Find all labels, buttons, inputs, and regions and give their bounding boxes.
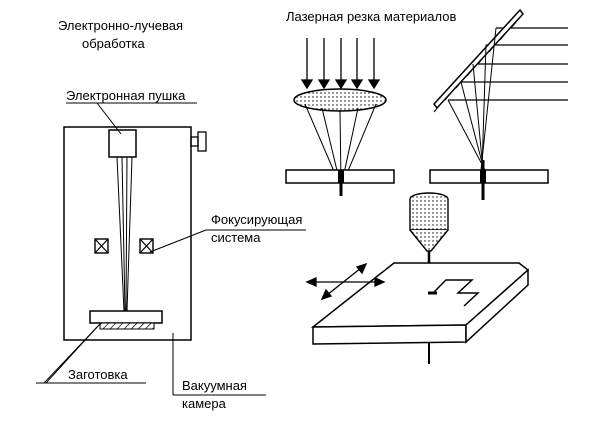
vacuum-chamber [63, 126, 207, 341]
electron-beam-title-line1: Электронно-лучевая [58, 18, 184, 33]
workpiece-label: Заготовка [68, 367, 128, 382]
electron-beam-title-line2: обработка [82, 36, 145, 51]
laser-cutting-title: Лазерная резка материалов [286, 9, 457, 24]
focusing-system-label-line1: Фокусирующая [211, 212, 303, 227]
vacuum-chamber-label-line2: камера [182, 396, 226, 411]
cutting-plate [310, 262, 530, 364]
mirror-input-rays [448, 27, 568, 101]
electron-gun [108, 129, 137, 158]
laser-input-rays [300, 38, 381, 90]
laser-head [409, 192, 449, 293]
electron-beam [116, 156, 133, 312]
leader-lines [36, 102, 306, 396]
workpiece [89, 310, 163, 330]
focusing-lens [293, 88, 387, 112]
laser-workpiece-1 [285, 169, 395, 184]
focusing-system-label-line2: система [211, 230, 261, 245]
mirror [433, 8, 524, 113]
electron-gun-label: Электронная пушка [66, 88, 186, 103]
laser-workpiece-2 [429, 169, 549, 184]
reflected-beam [447, 27, 497, 200]
focusing-coils [94, 238, 154, 254]
vacuum-chamber-label-line1: Вакуумная [182, 378, 247, 393]
motion-arrows-icon [305, 262, 386, 301]
